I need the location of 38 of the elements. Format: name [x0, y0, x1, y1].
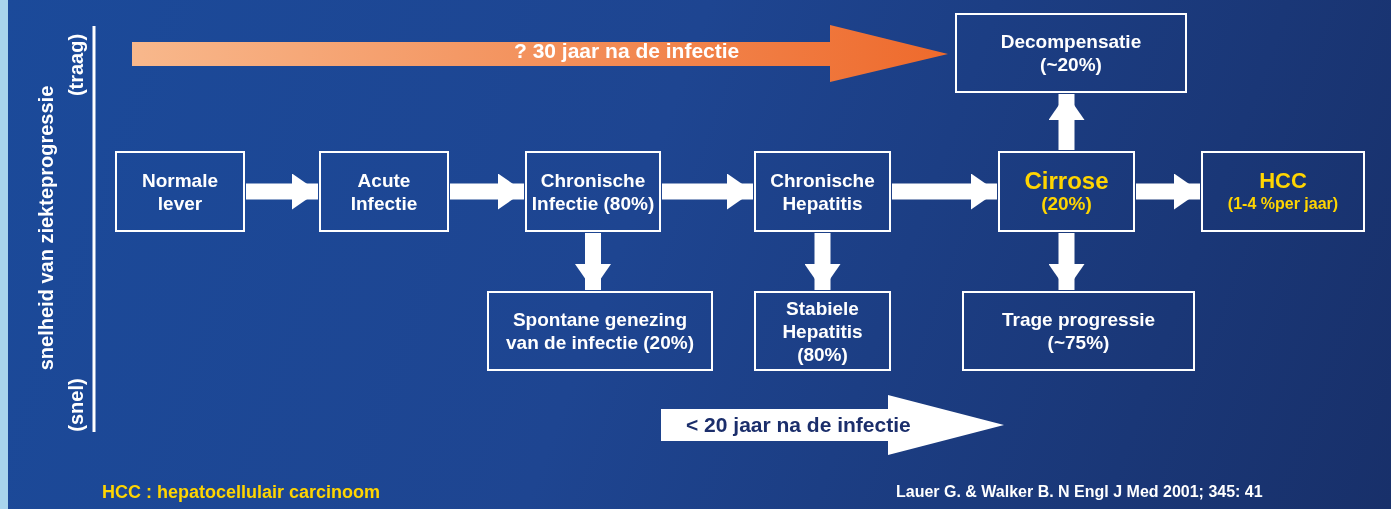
box-text: (1-4 %per jaar)	[1227, 193, 1339, 214]
process-box	[955, 13, 1187, 93]
block-arrow	[575, 233, 611, 290]
process-box	[754, 151, 891, 232]
block-arrow	[1048, 233, 1085, 290]
process-box	[115, 151, 245, 232]
footnote: HCC : hepatocellulair carcinoom	[102, 482, 381, 503]
axis-end-label: (snel)	[64, 378, 88, 432]
axis-end-label: (traag)	[64, 33, 88, 97]
box-text: HCC	[1259, 168, 1307, 192]
block-arrow	[1136, 173, 1200, 210]
arrow-label: ? 30 jaar na de infectie	[514, 39, 740, 63]
process-box	[319, 151, 449, 232]
block-arrow	[892, 173, 997, 210]
box-text: Spontane genezing van de infectie (20%)	[505, 308, 695, 354]
box-text: Acute Infectie	[349, 168, 419, 215]
box-text: Trage progressie (~75%)	[1000, 308, 1157, 354]
box-text: Normale lever	[141, 168, 219, 215]
axis-title: snelheid van ziekteprogressie	[34, 85, 58, 371]
box-text: Chronische Hepatitis	[769, 168, 876, 215]
process-box	[754, 291, 891, 371]
process-box	[962, 291, 1195, 371]
box-text: Decompensatie (~20%)	[999, 30, 1143, 76]
process-box	[525, 151, 661, 232]
arrow-label: < 20 jaar na de infectie	[686, 413, 911, 437]
block-arrow	[1048, 94, 1085, 150]
box-text: (20%)	[1041, 191, 1092, 215]
process-box	[998, 151, 1135, 232]
process-box	[1201, 151, 1365, 232]
box-text: Chronische Infectie (80%)	[530, 168, 656, 215]
block-arrow	[246, 173, 318, 210]
process-box	[487, 291, 713, 371]
block-arrow	[662, 173, 753, 210]
block-arrow	[450, 173, 524, 210]
box-text: Stabiele Hepatitis (80%)	[781, 296, 864, 366]
citation: Lauer G. & Walker B. N Engl J Med 2001; 345: 41	[896, 483, 1263, 501]
box-text: Cirrose	[1024, 168, 1109, 192]
block-arrow	[804, 233, 841, 290]
